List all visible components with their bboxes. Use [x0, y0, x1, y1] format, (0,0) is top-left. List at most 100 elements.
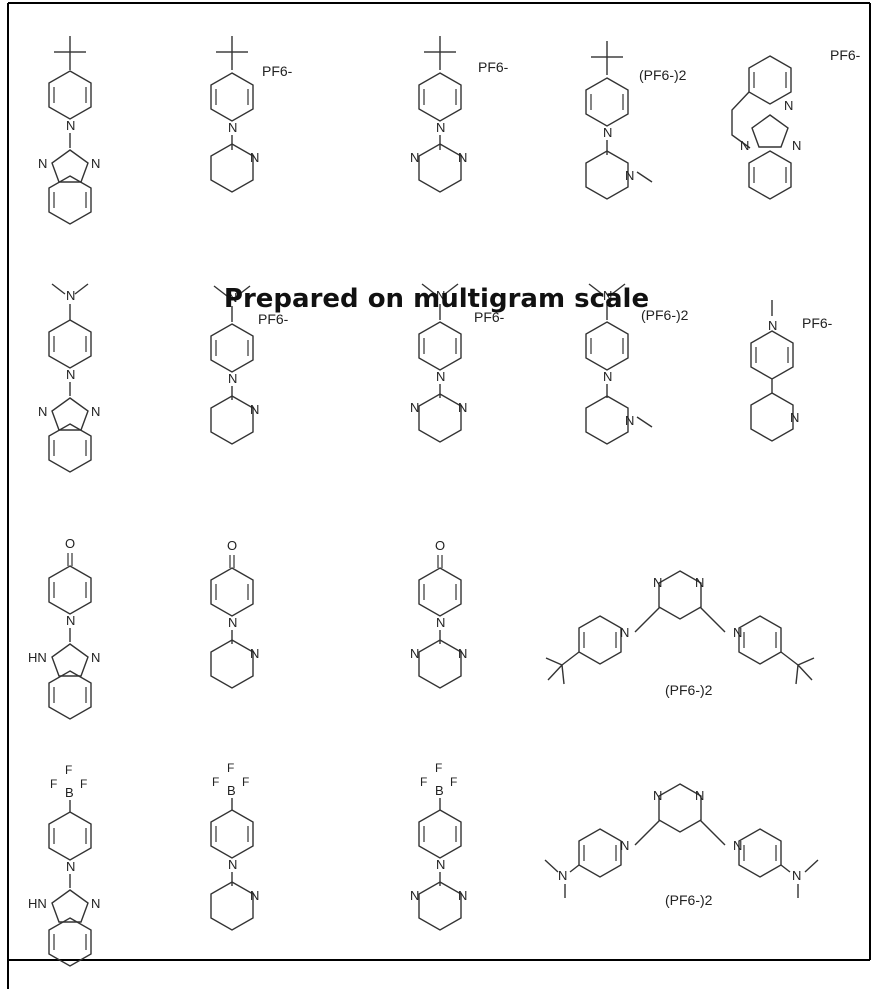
svg-text:N: N	[228, 290, 237, 305]
svg-text:N: N	[458, 646, 467, 661]
svg-text:O: O	[227, 538, 237, 553]
svg-text:N: N	[91, 404, 100, 419]
svg-text:N: N	[91, 896, 100, 911]
compound-nme2-pyrimidinyl: N N N N PF6-	[410, 283, 505, 443]
atom-n: N	[38, 156, 47, 171]
svg-text:F: F	[50, 777, 57, 791]
svg-text:B: B	[65, 785, 74, 800]
svg-text:N: N	[250, 150, 259, 165]
svg-text:N: N	[436, 857, 445, 872]
svg-text:N: N	[410, 400, 419, 415]
svg-text:N: N	[66, 288, 75, 303]
svg-text:N: N	[733, 625, 742, 640]
svg-text:N: N	[603, 369, 612, 384]
svg-text:N: N	[603, 125, 612, 140]
svg-text:N: N	[558, 868, 567, 883]
svg-text:N: N	[38, 404, 47, 419]
svg-text:N: N	[250, 646, 259, 661]
svg-text:N: N	[250, 402, 259, 417]
svg-text:N: N	[768, 318, 777, 333]
compound-tbu-pyrimidinyl: N N N PF6-	[410, 35, 509, 193]
compound-fused-polycycle: N N N PF6-	[731, 47, 861, 200]
compound-tbu-methylpyridinium: N N (PF6-)2	[585, 40, 687, 200]
svg-text:N: N	[620, 625, 629, 640]
svg-text:N: N	[66, 613, 75, 628]
section-heading: Prepared on multigram scale	[223, 284, 650, 314]
compound-tbu-pyridyl: N N PF6-	[210, 35, 293, 193]
svg-text:F: F	[65, 763, 72, 777]
atom-n: N	[91, 156, 100, 171]
svg-text:N: N	[625, 413, 634, 428]
svg-text:N: N	[228, 120, 237, 135]
svg-text:N: N	[410, 888, 419, 903]
svg-text:N: N	[458, 888, 467, 903]
svg-text:N: N	[436, 288, 445, 303]
svg-text:N: N	[436, 120, 445, 135]
compound-bf3-nh-benzimidazolyl: F F F B N HN N	[28, 763, 100, 967]
svg-text:N: N	[784, 98, 793, 113]
counter-ion: PF6-	[262, 63, 293, 79]
svg-text:F: F	[450, 775, 457, 789]
svg-text:F: F	[435, 761, 442, 775]
svg-text:N: N	[653, 575, 662, 590]
compound-pyridone-pyridyl: O N N	[210, 538, 259, 689]
svg-text:O: O	[435, 538, 445, 553]
compound-bis-nme2-pyridinium-pyrimidine: N N N N N N (PF6-)2	[544, 783, 819, 908]
counter-ion: PF6-	[478, 59, 509, 75]
svg-text:N: N	[250, 888, 259, 903]
svg-text:B: B	[227, 783, 236, 798]
counter-ion: PF6-	[830, 47, 861, 63]
svg-text:HN: HN	[28, 896, 47, 911]
counter-ion: (PF6-)2	[665, 682, 713, 698]
svg-text:N: N	[740, 138, 749, 153]
svg-text:N: N	[436, 615, 445, 630]
compound-tbu-benzimidazolyl: N N N	[38, 35, 100, 225]
svg-text:N: N	[792, 868, 801, 883]
compound-pyridone-nh-benzimidazolyl: O N HN N	[28, 536, 100, 720]
atom-n: N	[66, 118, 75, 133]
counter-ion: (PF6-)2	[665, 892, 713, 908]
compound-pyridone-pyrimidinyl: O N N N	[410, 538, 467, 689]
svg-text:N: N	[66, 859, 75, 874]
svg-text:N: N	[228, 857, 237, 872]
svg-text:F: F	[420, 775, 427, 789]
svg-text:F: F	[227, 761, 234, 775]
svg-text:N: N	[436, 369, 445, 384]
counter-ion: (PF6-)2	[639, 67, 687, 83]
svg-text:N: N	[228, 371, 237, 386]
svg-text:N: N	[410, 150, 419, 165]
svg-text:N: N	[91, 650, 100, 665]
compound-methylpyridinium-pyridyl: N N PF6-	[750, 300, 833, 442]
svg-text:F: F	[212, 775, 219, 789]
svg-text:N: N	[790, 410, 799, 425]
svg-text:N: N	[66, 367, 75, 382]
counter-ion: PF6-	[258, 311, 289, 327]
compound-nme2-benzimidazolyl: N N N N	[38, 283, 100, 473]
svg-text:N: N	[603, 288, 612, 303]
compound-bf3-pyrimidinyl: F F F B N N N	[410, 761, 467, 931]
svg-text:N: N	[792, 138, 801, 153]
compound-bis-tbu-pyridinium-pyrimidine: N N N N (PF6-)2	[545, 570, 815, 698]
svg-text:N: N	[458, 400, 467, 415]
svg-text:N: N	[653, 788, 662, 803]
svg-text:N: N	[625, 168, 634, 183]
svg-text:O: O	[65, 536, 75, 551]
svg-text:N: N	[620, 838, 629, 853]
svg-text:N: N	[410, 646, 419, 661]
compound-nme2-pyridyl: N N N PF6-	[210, 285, 289, 445]
svg-text:B: B	[435, 783, 444, 798]
svg-text:F: F	[242, 775, 249, 789]
svg-text:N: N	[695, 575, 704, 590]
svg-text:N: N	[228, 615, 237, 630]
counter-ion: PF6-	[474, 309, 505, 325]
counter-ion: (PF6-)2	[641, 307, 689, 323]
compound-nme2-methylpyridinium: N N N (PF6-)2	[585, 283, 689, 445]
svg-text:F: F	[80, 777, 87, 791]
counter-ion: PF6-	[802, 315, 833, 331]
svg-text:N: N	[458, 150, 467, 165]
compound-bf3-pyridyl: F F F B N N	[210, 761, 259, 931]
svg-text:N: N	[695, 788, 704, 803]
svg-text:HN: HN	[28, 650, 47, 665]
svg-text:N: N	[733, 838, 742, 853]
